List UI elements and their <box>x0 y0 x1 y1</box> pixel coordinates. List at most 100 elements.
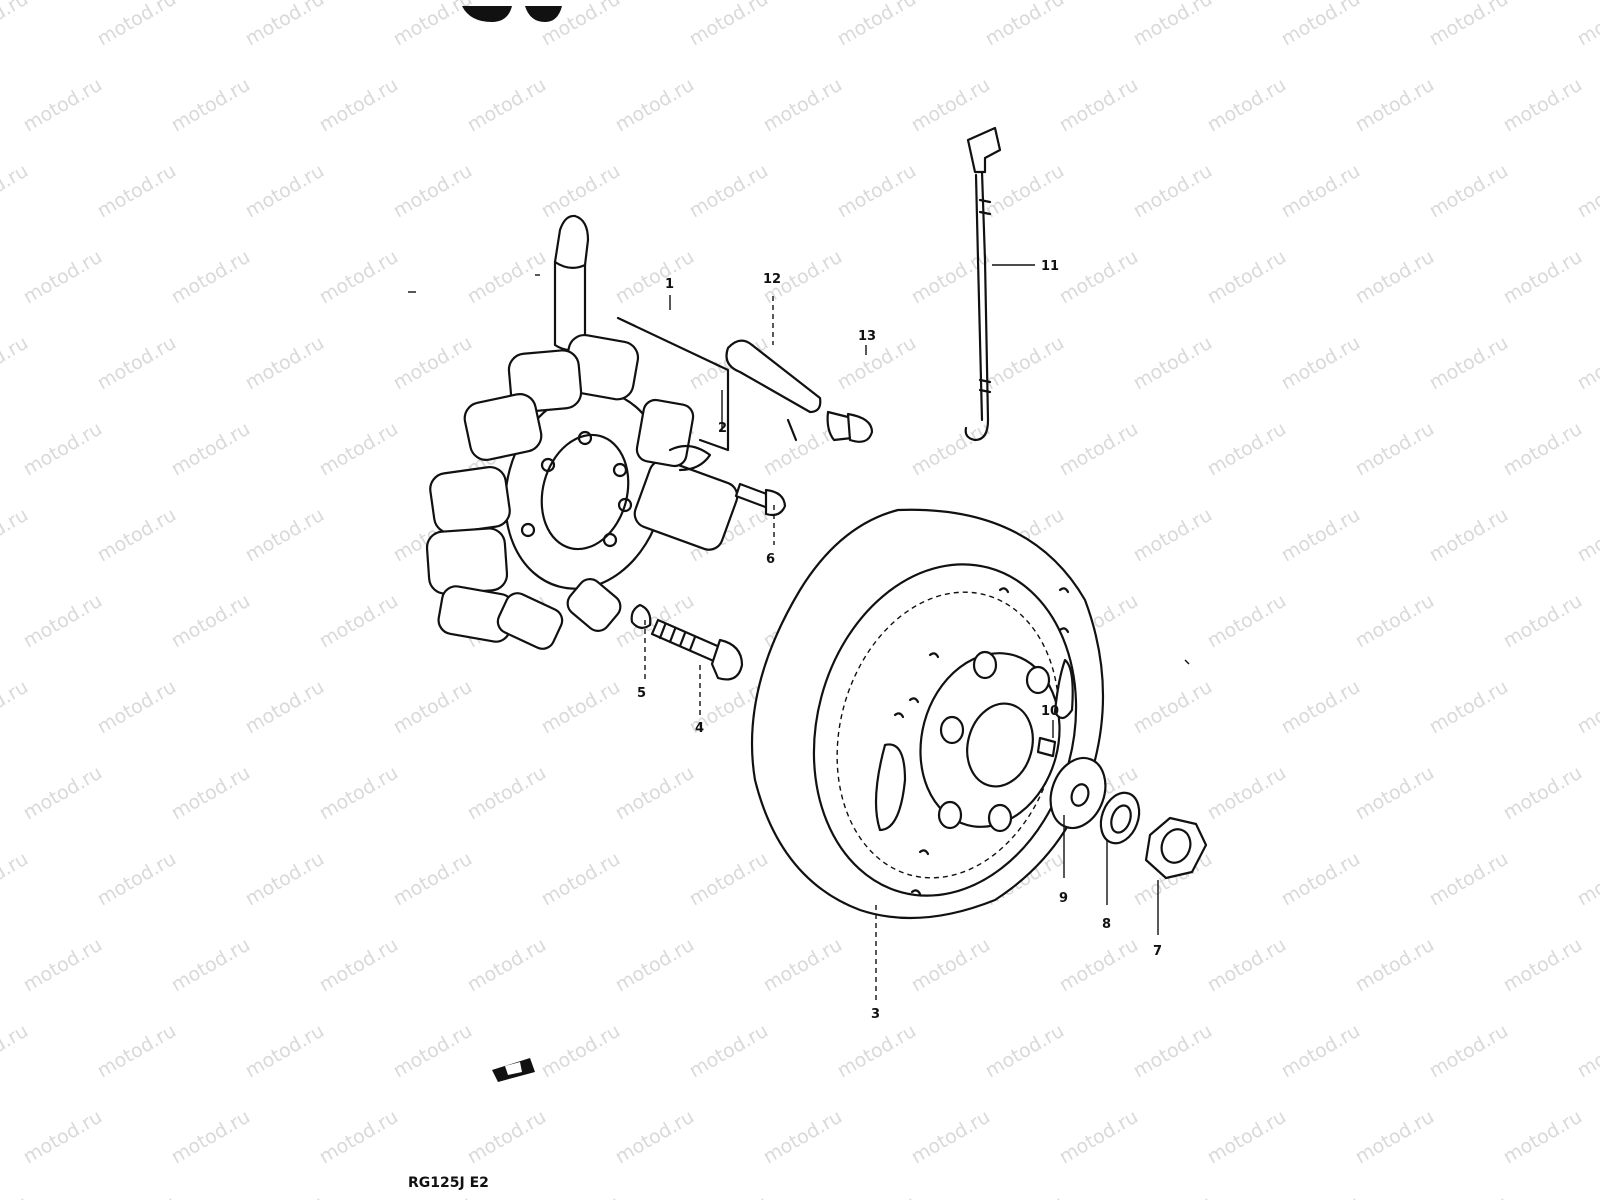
watermark-text: motod.ru <box>94 504 180 567</box>
watermark-text: motod.ru <box>1426 1192 1512 1200</box>
watermark-text: motod.ru <box>1130 504 1216 567</box>
watermark-text: motod.ru <box>612 762 698 825</box>
watermark-text: motod.ru <box>760 934 846 997</box>
watermark-text: motod.ru <box>612 934 698 997</box>
watermark-text: motod.ru <box>242 332 328 395</box>
watermark-text: motod.ru <box>908 74 994 137</box>
watermark-text: motod.ru <box>464 934 550 997</box>
watermark-text: motod.ru <box>1500 590 1586 653</box>
watermark-text: motod.ru <box>0 676 32 739</box>
stator-coils <box>425 333 739 650</box>
watermark-text: motod.ru <box>1204 590 1290 653</box>
watermark-text: motod.ru <box>0 1192 32 1200</box>
watermark-text: motod.ru <box>94 1192 180 1200</box>
watermark-text: motod.ru <box>760 1106 846 1169</box>
callout-5: 5 <box>637 686 646 701</box>
watermark-text: motod.ru <box>0 0 32 50</box>
watermark-text: motod.ru <box>834 1192 920 1200</box>
watermark-text: motod.ru <box>612 1106 698 1169</box>
watermark-text: motod.ru <box>1204 246 1290 309</box>
watermark-text: motod.ru <box>94 160 180 223</box>
watermark-text: motod.ru <box>760 74 846 137</box>
watermark-text: motod.ru <box>1500 1106 1586 1169</box>
watermark-text: motod.ru <box>1130 1192 1216 1200</box>
leader-lines <box>408 264 1190 1000</box>
watermark-text: motod.ru <box>390 332 476 395</box>
watermark-text: motod.ru <box>316 934 402 997</box>
washer <box>1049 756 1107 830</box>
watermark-text: motod.ru <box>168 1106 254 1169</box>
watermark-text: motod.ru <box>1130 332 1216 395</box>
watermark-text: motod.ru <box>168 762 254 825</box>
watermark-text: motod.ru <box>1056 418 1142 481</box>
watermark-text: motod.ru <box>390 160 476 223</box>
watermark-text: motod.ru <box>316 74 402 137</box>
watermark-text: motod.ru <box>1278 1020 1364 1083</box>
watermark-text: motod.ru <box>168 934 254 997</box>
watermark-text: motod.ru <box>982 332 1068 395</box>
watermark-text: motod.ru <box>94 332 180 395</box>
watermark-text: motod.ru <box>686 1192 772 1200</box>
callout-11: 11 <box>1041 259 1059 274</box>
watermark-text: motod.ru <box>316 590 402 653</box>
watermark-text: motod.ru <box>1352 762 1438 825</box>
watermark-text: motod.ru <box>1204 934 1290 997</box>
watermark-text: motod.ru <box>686 160 772 223</box>
watermark-text: motod.ru <box>686 1020 772 1083</box>
watermark-text: motod.ru <box>20 1106 106 1169</box>
watermark-text: motod.ru <box>242 160 328 223</box>
watermark-text: motod.ru <box>982 160 1068 223</box>
watermark-text: motod.ru <box>1204 74 1290 137</box>
stator-screw <box>630 603 744 681</box>
watermark-text: motod.ru <box>1278 160 1364 223</box>
callout-13: 13 <box>858 329 876 344</box>
watermark-text: motod.ru <box>242 848 328 911</box>
watermark-text: motod.ru <box>94 676 180 739</box>
watermark-text: motod.ru <box>316 1106 402 1169</box>
watermark-text: motod.ru <box>1204 1106 1290 1169</box>
watermark-text: motod.ru <box>1056 934 1142 997</box>
watermark-text: motod.ru <box>834 332 920 395</box>
watermark-text: motod.ru <box>982 1192 1068 1200</box>
watermark-text: motod.ru <box>20 762 106 825</box>
callout-6: 6 <box>766 552 775 567</box>
watermark-text: motod.ru <box>242 676 328 739</box>
watermark-text: motod.ru <box>20 74 106 137</box>
watermark-text: motod.ru <box>1056 74 1142 137</box>
watermark-text: motod.ru <box>1574 1020 1600 1083</box>
rotor-nut <box>1144 816 1208 880</box>
watermark-text: motod.ru <box>1352 74 1438 137</box>
watermark-text: motod.ru <box>0 848 32 911</box>
watermark-text: motod.ru <box>1574 676 1600 739</box>
watermark-text: motod.ru <box>1278 676 1364 739</box>
watermark-text: motod.ru <box>1500 246 1586 309</box>
callout-8: 8 <box>1102 917 1111 932</box>
model-code: RG125J E2 <box>408 1175 489 1191</box>
callout-3: 3 <box>871 1007 880 1022</box>
watermark-text: motod.ru <box>982 1020 1068 1083</box>
watermark-text: motod.ru <box>1130 0 1216 50</box>
watermark-text: motod.ru <box>316 762 402 825</box>
watermark-text: motod.ru <box>390 676 476 739</box>
watermark-text: motod.ru <box>982 0 1068 50</box>
watermark-text: motod.ru <box>390 1020 476 1083</box>
watermark-text: motod.ru <box>1574 848 1600 911</box>
watermark-text: motod.ru <box>464 246 550 309</box>
watermark-text: motod.ru <box>1352 1106 1438 1169</box>
watermark-text: motod.ru <box>94 848 180 911</box>
watermark-text: motod.ru <box>390 848 476 911</box>
watermark-text: motod.ru <box>1426 0 1512 50</box>
watermark-text: motod.ru <box>242 1192 328 1200</box>
watermark-text: motod.ru <box>94 1020 180 1083</box>
watermark-text: motod.ru <box>1574 1192 1600 1200</box>
watermark-text: motod.ru <box>538 676 624 739</box>
watermark-text: motod.ru <box>1204 762 1290 825</box>
watermark-text: motod.ru <box>1426 332 1512 395</box>
watermark-text: motod.ru <box>464 1106 550 1169</box>
watermark-text: motod.ru <box>538 1192 624 1200</box>
clamp-plate <box>725 339 822 442</box>
lock-washer <box>1099 791 1141 845</box>
watermark-text: motod.ru <box>538 848 624 911</box>
callout-labels: 1 2 3 4 5 6 7 8 9 10 11 12 13 <box>637 259 1162 1022</box>
